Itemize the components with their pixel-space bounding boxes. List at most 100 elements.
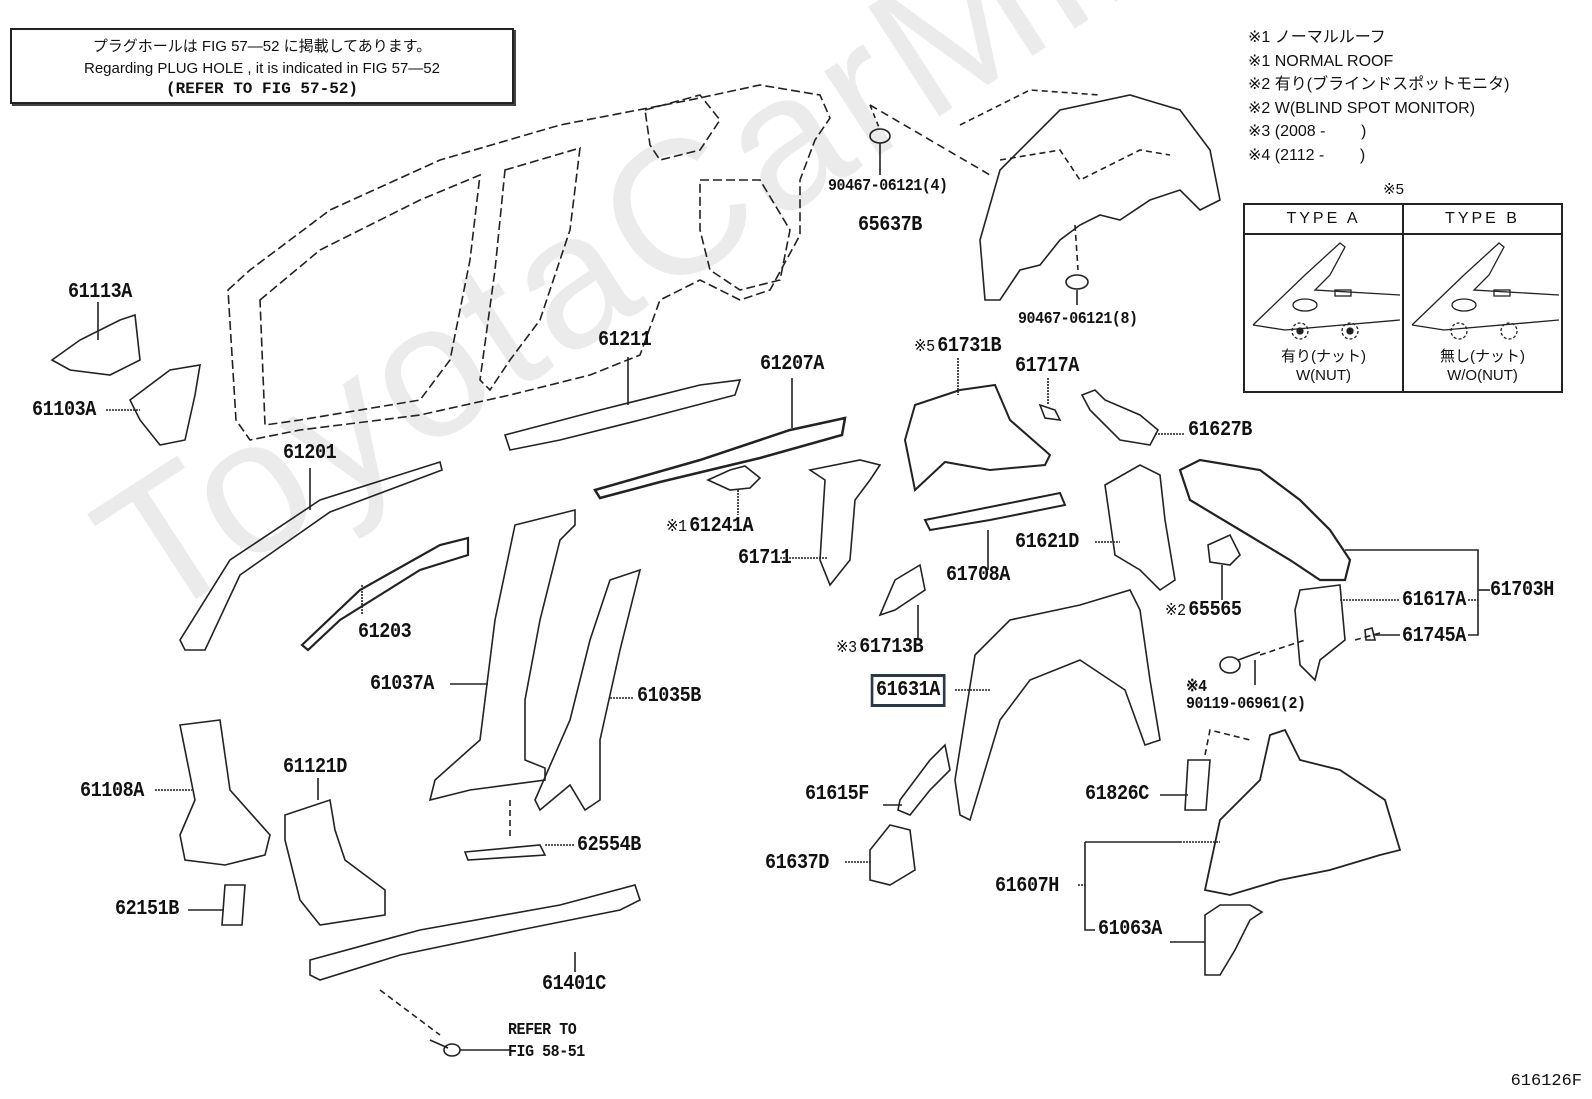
part-61201-drawing — [179, 460, 443, 651]
bolt-refer-drawing — [379, 989, 510, 1057]
part-label-61063A[interactable]: 61063A — [1098, 918, 1162, 941]
part-61631A-drawing — [954, 589, 1161, 822]
part-label-61621D[interactable]: 61621D — [1015, 531, 1079, 554]
part-61703H-drawing — [1178, 458, 1352, 582]
note-line-ref[interactable]: (REFER TO FIG 57-52) — [165, 80, 359, 98]
part-label-61103A[interactable]: 61103A — [32, 399, 96, 422]
part-61203-drawing — [300, 536, 470, 652]
part-label-61037A[interactable]: 61037A — [370, 673, 434, 696]
part-61063A-drawing — [1204, 904, 1264, 976]
part-label-61035B[interactable]: 61035B — [637, 685, 701, 708]
part-label-61703H[interactable]: 61703H — [1490, 579, 1554, 602]
part-61745A-drawing — [1364, 627, 1377, 641]
part-61211-drawing — [503, 379, 742, 451]
part-label-65637B[interactable]: 65637B — [858, 214, 922, 237]
part-label-61113A[interactable]: 61113A — [68, 281, 132, 304]
legend-item: ※1 ノーマルルーフ — [1248, 29, 1386, 46]
refer-note-line1[interactable]: REFER TO — [508, 1021, 577, 1040]
part-61607H-drawing — [1203, 728, 1402, 896]
part-label-61207A[interactable]: 61207A — [760, 353, 824, 376]
part-label-61637D[interactable]: 61637D — [765, 852, 829, 875]
part-label-61745A[interactable]: 61745A — [1402, 625, 1466, 648]
type-a-caption: 有り(ナット) W(NUT) — [1245, 347, 1402, 385]
part-61615F-drawing — [897, 743, 951, 816]
part-61103A-drawing — [128, 364, 201, 446]
part-61121D-drawing — [284, 798, 386, 926]
part-label-61627B[interactable]: 61627B — [1188, 419, 1252, 442]
type-b-caption-jp: 無し(ナット) — [1440, 348, 1525, 365]
type-a-column: TYPE A 有り(ナット) W(NUT) — [1245, 205, 1404, 391]
type-b-header: TYPE B — [1404, 205, 1561, 235]
type-a-illustration — [1252, 242, 1400, 340]
legend-item: ※1 NORMAL ROOF — [1248, 52, 1394, 70]
part-label-61717A[interactable]: 61717A — [1015, 355, 1079, 378]
part-label-61401C[interactable]: 61401C — [542, 973, 606, 996]
part-61637D-drawing — [869, 824, 916, 886]
part-61207A-drawing — [593, 416, 847, 500]
part-label-61121D[interactable]: 61121D — [283, 756, 347, 779]
part-61717A-drawing — [1038, 403, 1062, 421]
part-label-62151B[interactable]: 62151B — [115, 898, 179, 921]
note-line-en: Regarding PLUG HOLE , it is indicated in… — [83, 60, 440, 77]
part-label-90467-06121-8[interactable]: 90467-06121(8) — [1018, 310, 1138, 329]
type-b-caption: 無し(ナット) W/O(NUT) — [1404, 347, 1561, 385]
part-label-61607H[interactable]: 61607H — [995, 875, 1059, 898]
part-code: 61731B — [937, 335, 1002, 358]
part-label-61631A[interactable]: 61631A — [870, 674, 946, 707]
part-61037A-drawing — [428, 508, 576, 802]
part-label-90119-06961-2[interactable]: 90119-06961(2) — [1186, 695, 1306, 714]
type-a-header: TYPE A — [1245, 205, 1402, 235]
part-label-61203[interactable]: 61203 — [358, 621, 412, 644]
clip-90467-top — [869, 104, 891, 175]
note-mark: ※2 — [1165, 602, 1186, 621]
legend-notes: ※1 ノーマルルーフ ※1 NORMAL ROOF ※2 有り(ブラインドスポッ… — [1248, 26, 1509, 167]
plug-hole-note: プラグホールは FIG 57—52 に掲載してあります。 Regarding P… — [10, 28, 514, 104]
part-61113A-drawing — [50, 313, 141, 376]
part-code: 61241A — [689, 515, 754, 538]
legend-item: ※2 有り(ブラインドスポットモニタ) — [1248, 76, 1510, 93]
part-label-61617A[interactable]: 61617A — [1402, 589, 1466, 612]
legend-item: ※3 (2008 - ) — [1248, 123, 1367, 140]
part-code: 65565 — [1188, 599, 1242, 622]
part-65565-drawing — [1207, 533, 1241, 566]
part-61708A-drawing — [923, 491, 1067, 532]
part-label-61108A[interactable]: 61108A — [80, 780, 144, 803]
part-61713B-drawing — [878, 563, 926, 617]
part-label-61826C[interactable]: 61826C — [1085, 783, 1149, 806]
part-label-62554B[interactable]: 62554B — [577, 834, 641, 857]
part-61617A-drawing — [1294, 584, 1346, 682]
type-b-caption-en: W/O(NUT) — [1447, 367, 1518, 384]
wheel-liner-drawing — [869, 89, 1221, 301]
type-b-column: TYPE B 無し(ナット) W/O(NUT) — [1404, 205, 1561, 391]
clip-90467-bottom — [1065, 274, 1089, 305]
part-label-61711[interactable]: 61711 — [738, 547, 792, 570]
body-side-panel-drawing — [227, 84, 831, 441]
type-table-mark: ※5 — [1383, 181, 1404, 198]
bolt-90119-drawing — [1219, 632, 1381, 685]
part-code: 61713B — [859, 636, 924, 659]
part-61711-drawing — [807, 459, 882, 587]
part-label-61615F[interactable]: 61615F — [805, 783, 869, 806]
type-comparison-table: TYPE A 有り(ナット) W(NUT) TYPE B — [1243, 203, 1563, 393]
type-a-caption-en: W(NUT) — [1296, 367, 1351, 384]
refer-note-line2[interactable]: FIG 58-51 — [508, 1043, 585, 1062]
part-62554B-drawing — [463, 844, 547, 861]
part-61401C-drawing — [309, 884, 641, 981]
note-line-jp: プラグホールは FIG 57—52 に掲載してあります。 — [92, 38, 432, 55]
part-61035B-drawing — [534, 568, 642, 812]
part-label-90467-06121-4[interactable]: 90467-06121(4) — [828, 177, 948, 196]
type-b-illustration — [1411, 242, 1559, 340]
part-61241A-drawing — [706, 465, 762, 491]
part-label-61201[interactable]: 61201 — [283, 442, 337, 465]
part-label-61708A[interactable]: 61708A — [946, 564, 1010, 587]
part-label-61211[interactable]: 61211 — [598, 329, 652, 352]
note-mark: ※3 — [836, 639, 857, 658]
part-62151B-drawing — [221, 884, 246, 926]
note-mark-4: ※4 — [1186, 678, 1207, 697]
